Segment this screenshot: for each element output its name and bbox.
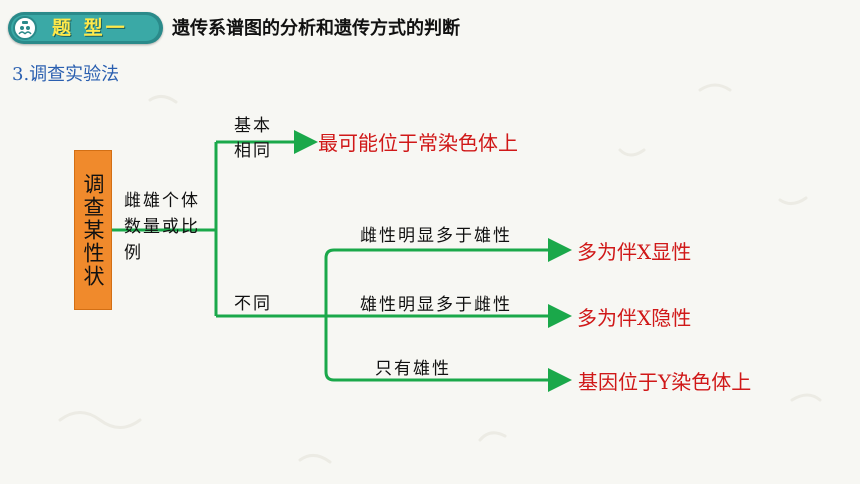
header-tag: 题 型一 [52, 17, 128, 39]
case-result-3: 基因位于Y染色体上 [578, 370, 752, 394]
header-badge: 题 型一 [8, 12, 163, 44]
case-condition-3: 只有雄性 [375, 359, 451, 379]
same-branch-label: 基本相同 [234, 116, 272, 161]
case-condition-1: 雌性明显多于雄性 [360, 226, 512, 246]
case-condition-2: 雄性明显多于雌性 [360, 295, 512, 315]
section-title: 3.调查实验法 [12, 64, 120, 85]
subtrunk-line [324, 248, 335, 382]
case-result-1: 多为伴X显性 [577, 240, 692, 264]
root-node: 调查某性状 [74, 150, 112, 310]
criterion-label: 雌雄个体数量或比例 [124, 191, 200, 263]
page-title: 遗传系谱图的分析和遗传方式的判断 [172, 18, 460, 39]
case-result-2: 多为伴X隐性 [577, 306, 692, 330]
people-chat-icon [13, 16, 37, 40]
same-branch-result: 最可能位于常染色体上 [318, 131, 518, 155]
diff-branch-label: 不同 [234, 294, 272, 314]
